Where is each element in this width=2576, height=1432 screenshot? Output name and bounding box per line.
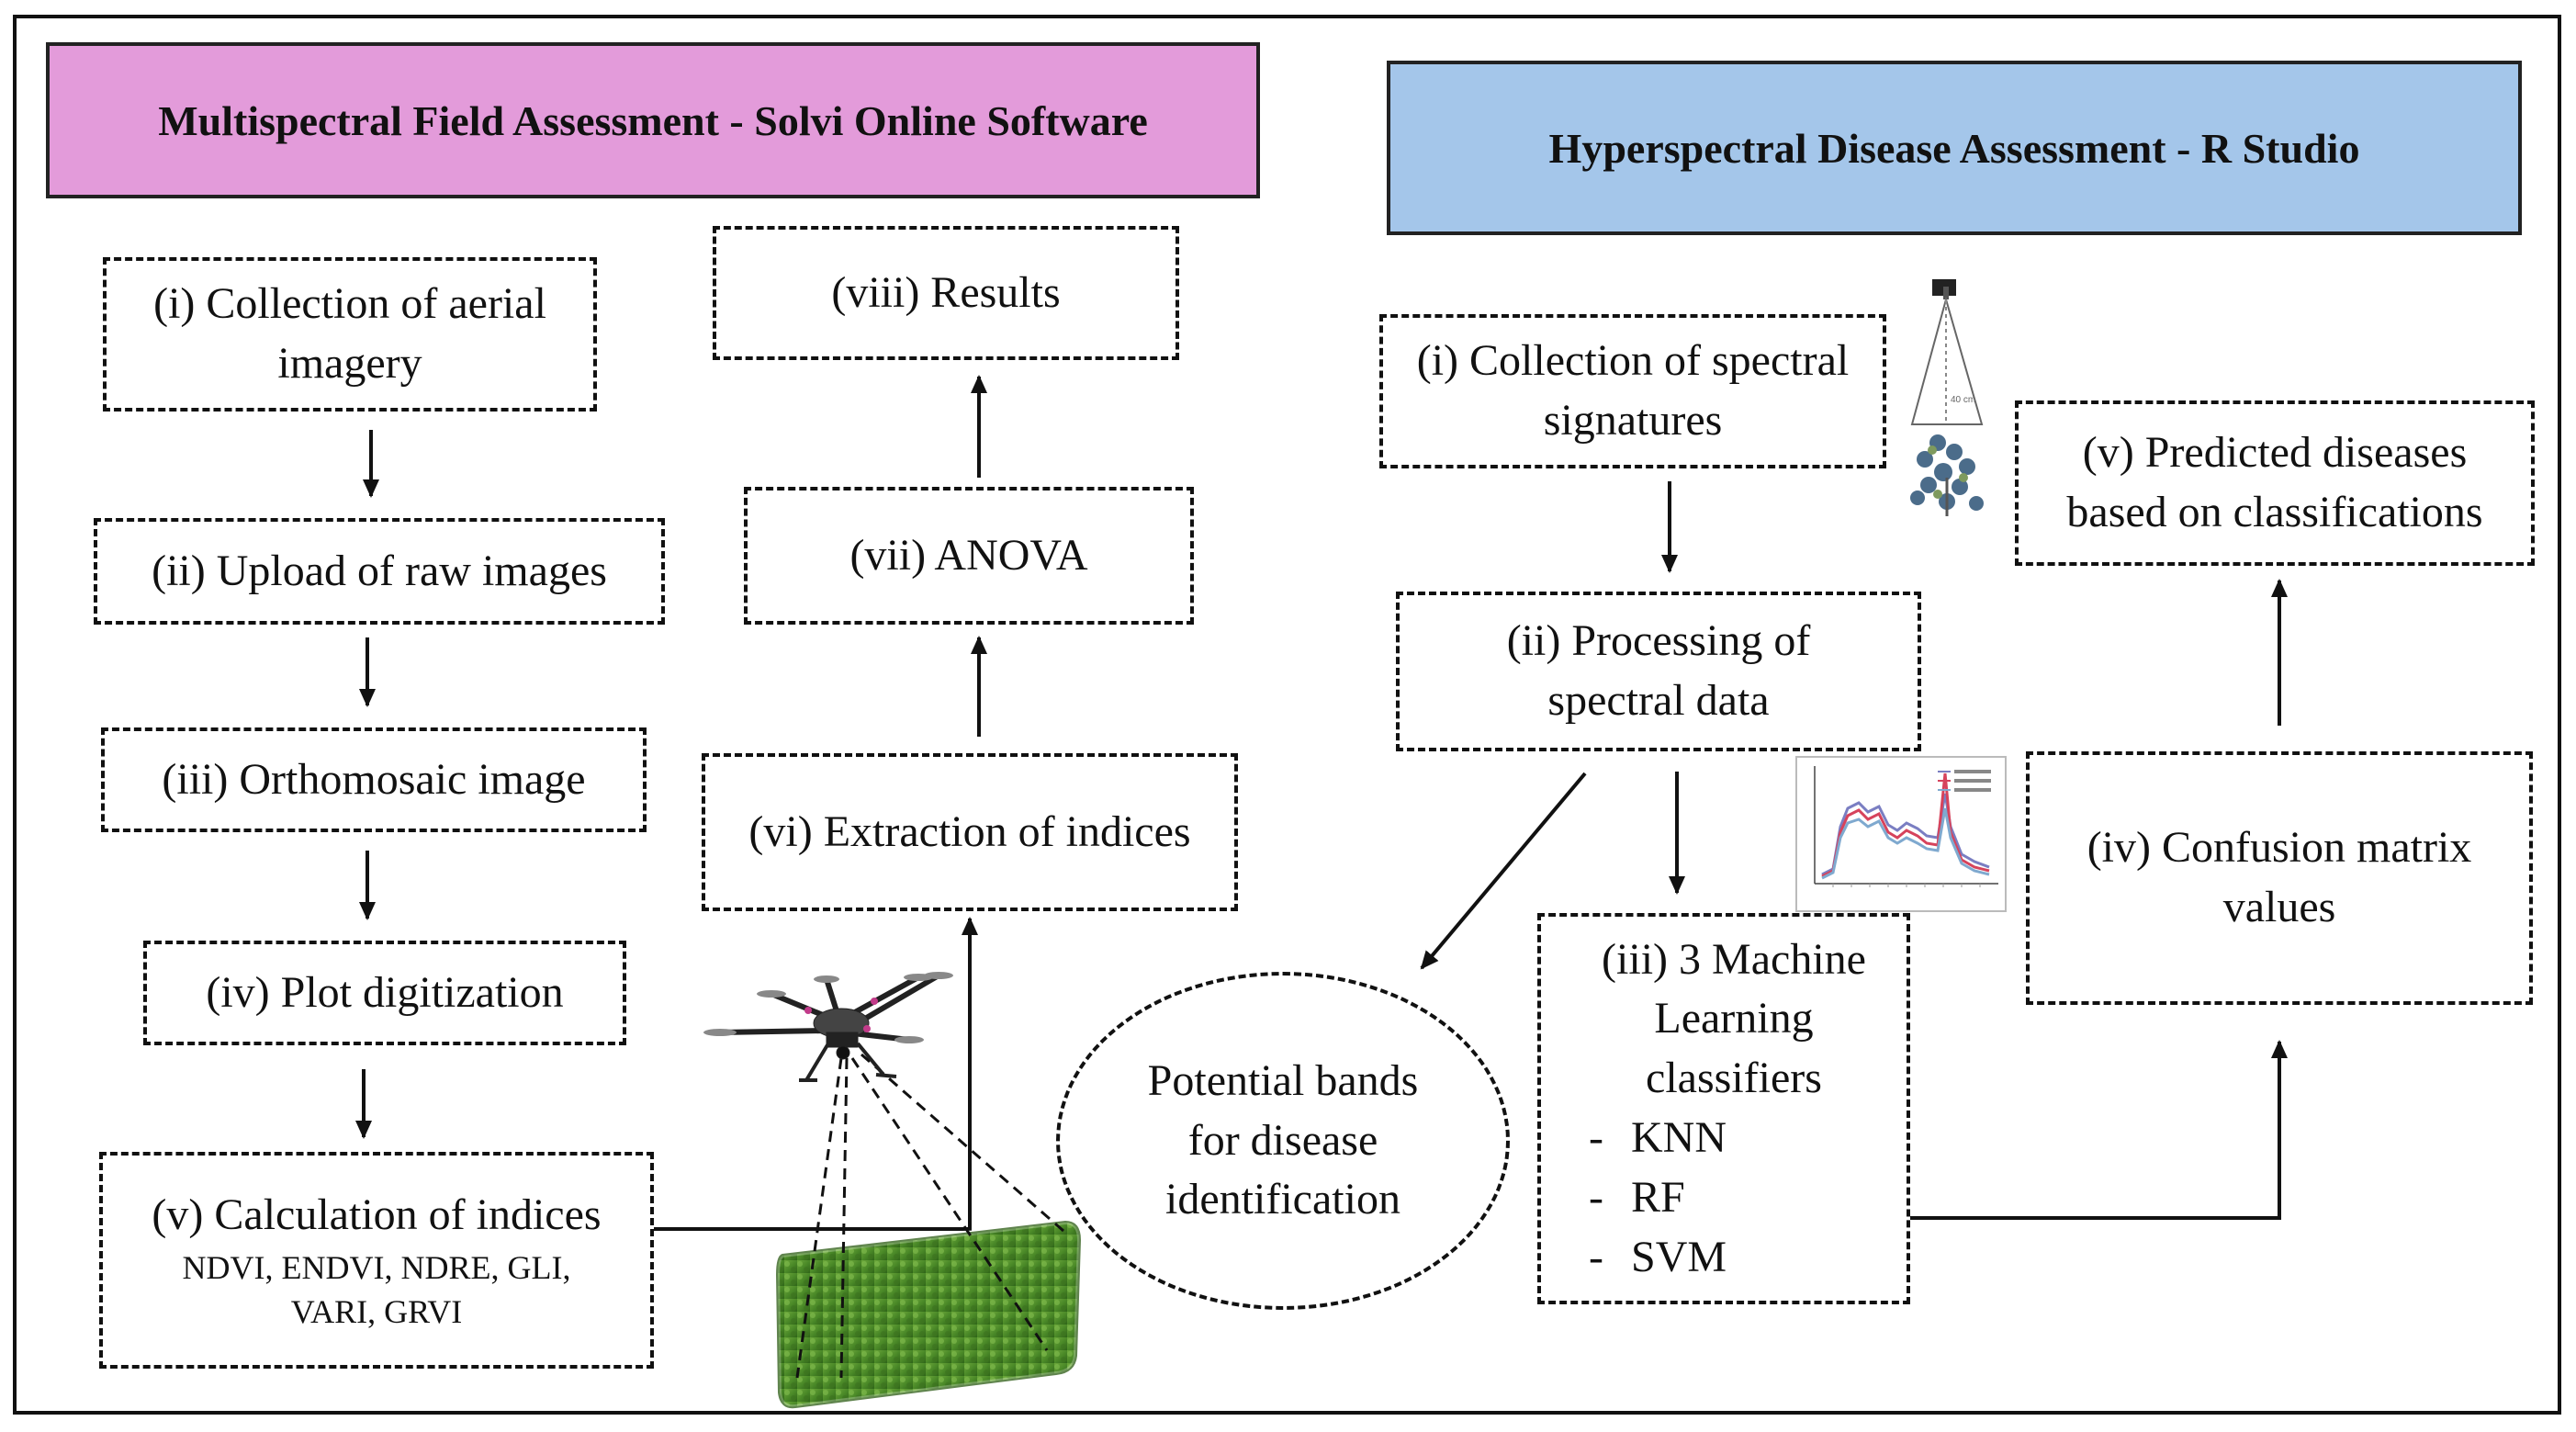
step-confusion-matrix-values: (iv) Confusion matrix values bbox=[2026, 751, 2533, 1005]
right-panel-title: Hyperspectral Disease Assessment - R Stu… bbox=[1548, 124, 2360, 172]
step-calculation-of-indices: (v) Calculation of indices NDVI, ENDVI, … bbox=[99, 1152, 654, 1369]
classifier-item: - KNN bbox=[1589, 1113, 1727, 1162]
drone-icon bbox=[703, 972, 953, 1082]
step-plot-digitization: (iv) Plot digitization bbox=[143, 941, 626, 1045]
arrow-s5-s6 bbox=[654, 917, 978, 1231]
step-anova: (vii) ANOVA bbox=[744, 487, 1194, 625]
potential-bands-ellipse: Potential bands for disease identificati… bbox=[1056, 972, 1510, 1310]
indices-list: NDVI, ENDVI, NDRE, GLI, VARI, GRVI bbox=[182, 1248, 571, 1331]
step-processing-spectral-data: (ii) Processing of spectral data bbox=[1396, 592, 1921, 751]
left-panel-header: Multispectral Field Assessment - Solvi O… bbox=[46, 42, 1260, 198]
classifier-item: - RF bbox=[1589, 1172, 1685, 1222]
step-collection-spectral-signatures: (i) Collection of spectral signatures bbox=[1379, 314, 1886, 468]
spectrometer-icon: 40 cm bbox=[1910, 279, 1984, 516]
right-panel-header: Hyperspectral Disease Assessment - R Stu… bbox=[1387, 61, 2522, 235]
drone-projection-lines bbox=[795, 1053, 1064, 1379]
crop-field-image bbox=[773, 1218, 1084, 1411]
svg-text:40 cm: 40 cm bbox=[1951, 395, 1975, 405]
step-results: (viii) Results bbox=[713, 226, 1179, 360]
step-orthomosaic-image: (iii) Orthomosaic image bbox=[101, 727, 647, 832]
arrow-r2-ellipse bbox=[1420, 772, 1587, 970]
left-panel-title: Multispectral Field Assessment - Solvi O… bbox=[158, 96, 1148, 144]
diagram-frame bbox=[13, 15, 2561, 1415]
step-machine-learning-classifiers: (iii) 3 Machine Learning classifiers - K… bbox=[1537, 913, 1910, 1304]
step-collection-aerial-imagery: (i) Collection of aerial imagery bbox=[103, 257, 597, 412]
spectral-signature-chart bbox=[1795, 756, 2007, 912]
arrow-r3-r4 bbox=[1910, 1040, 2288, 1220]
step-upload-raw-images: (ii) Upload of raw images bbox=[94, 518, 665, 625]
step-extraction-of-indices: (vi) Extraction of indices bbox=[702, 753, 1238, 911]
step-predicted-diseases: (v) Predicted diseases based on classifi… bbox=[2015, 400, 2535, 566]
classifier-item: - SVM bbox=[1589, 1232, 1727, 1281]
